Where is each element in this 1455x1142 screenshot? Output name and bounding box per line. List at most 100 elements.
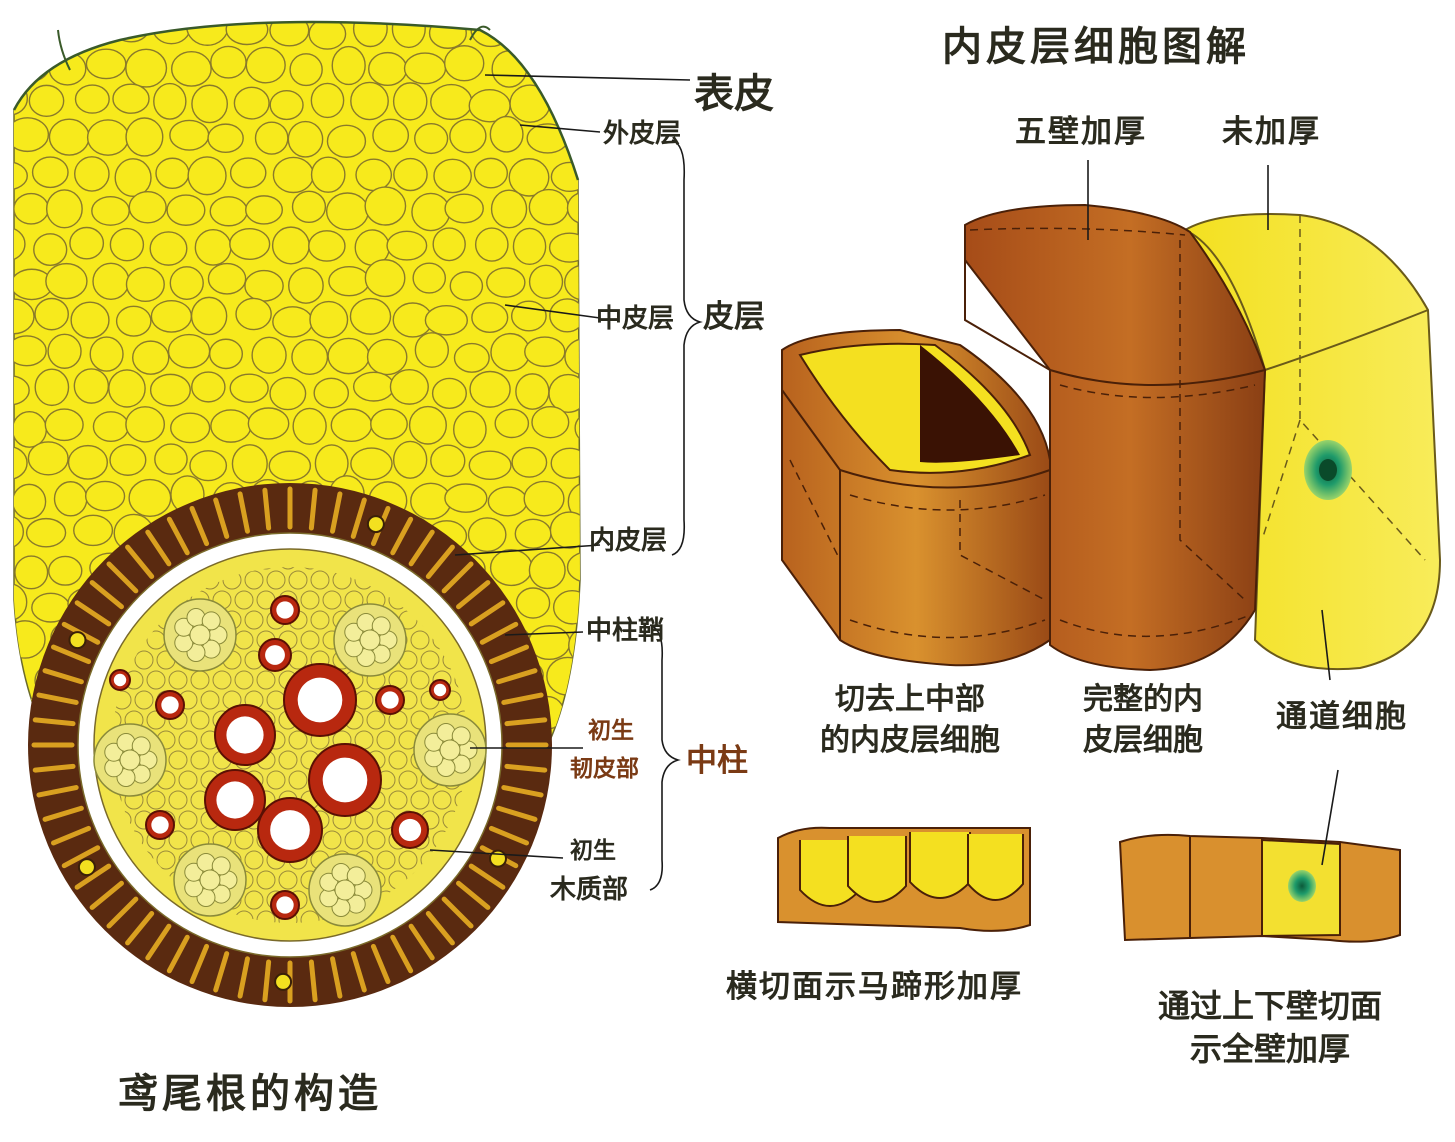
parenchyma-cell	[172, 52, 211, 86]
parenchyma-cell	[565, 265, 604, 300]
parenchyma-cell	[169, 335, 210, 368]
parenchyma-cell	[567, 192, 600, 223]
parenchyma-cell	[354, 372, 394, 401]
xylem-lumen	[151, 816, 168, 833]
parenchyma-cell	[512, 448, 546, 477]
stele-cell	[257, 671, 275, 689]
parenchyma-cell	[513, 228, 545, 264]
caption-cut-cell-line1: 切去上中部	[790, 680, 1030, 721]
xylem-lumen	[276, 601, 293, 618]
parenchyma-cell	[474, 158, 507, 187]
parenchyma-cell	[525, 337, 565, 366]
parenchyma-cell	[392, 10, 425, 47]
parenchyma-cell	[394, 159, 427, 191]
parenchyma-cell	[365, 187, 405, 225]
parenchyma-cell	[394, 83, 427, 120]
parenchyma-cell	[234, 87, 269, 119]
parenchyma-cell	[492, 190, 527, 227]
passage-cell	[69, 632, 85, 648]
stele-cell	[301, 591, 319, 609]
caption-horseshoe-thickening: 横切面示马蹄形加厚	[726, 970, 1023, 1004]
parenchyma-cell	[12, 412, 46, 448]
stele-cell	[179, 771, 197, 789]
parenchyma-cell	[509, 13, 546, 42]
parenchyma-cell	[415, 124, 448, 154]
stele-cell	[169, 751, 187, 769]
stele-cell	[323, 831, 341, 849]
parenchyma-cell	[469, 451, 511, 479]
parenchyma-cell	[86, 481, 125, 510]
parenchyma-cell	[529, 552, 565, 588]
passage-cell	[79, 859, 95, 875]
parenchyma-cell	[156, 158, 189, 188]
parenchyma-cell	[470, 371, 510, 407]
parenchyma-cell	[328, 338, 369, 373]
parenchyma-cell	[70, 228, 103, 259]
stele-cell	[235, 591, 253, 609]
stele-cell	[179, 731, 197, 749]
label-epidermis: 表皮	[694, 72, 774, 116]
parenchyma-cell	[93, 412, 128, 442]
parenchyma-cell	[167, 195, 205, 225]
stele-cell	[267, 571, 285, 589]
stele-cell	[245, 611, 263, 629]
endodermis-cell-diagram	[778, 160, 1440, 942]
label-pericycle: 中柱鞘	[586, 617, 664, 646]
parenchyma-cell	[33, 157, 68, 187]
caption-cut-cell-line2: 的内皮层细胞	[790, 721, 1030, 762]
parenchyma-cell	[155, 444, 187, 474]
parenchyma-cell	[270, 378, 306, 410]
parenchyma-cell	[151, 374, 191, 406]
parenchyma-cell	[211, 46, 246, 78]
stele-cell	[323, 591, 341, 609]
parenchyma-cell	[248, 408, 288, 439]
parenchyma-cell	[547, 12, 586, 46]
label-not-thickened: 未加厚	[1222, 115, 1321, 149]
parenchyma-cell	[532, 407, 569, 438]
parenchyma-cell	[310, 302, 348, 338]
parenchyma-cell	[368, 339, 407, 374]
parenchyma-cell	[415, 333, 448, 367]
stele-cell	[367, 711, 385, 729]
parenchyma-cell	[425, 306, 467, 335]
parenchyma-cell	[75, 157, 109, 191]
parenchyma-cell	[551, 162, 587, 191]
xylem-lumen	[226, 716, 263, 753]
parenchyma-cell	[329, 267, 369, 296]
parenchyma-cell	[28, 442, 68, 475]
label-mesodermis: 中皮层	[596, 305, 674, 334]
parenchyma-cell	[565, 339, 605, 375]
passage-cell	[368, 516, 384, 532]
parenchyma-cell	[390, 370, 428, 404]
parenchyma-cell	[314, 378, 348, 407]
parenchyma-cell	[293, 191, 326, 222]
stele-cell	[191, 711, 209, 729]
parenchyma-cell	[575, 412, 608, 443]
parenchyma-cell	[529, 190, 568, 225]
parenchyma-cell	[232, 445, 267, 483]
parenchyma-cell	[29, 85, 63, 116]
horseshoe-section	[778, 828, 1030, 931]
xylem-lumen	[323, 758, 368, 803]
stele-cell	[399, 771, 417, 789]
parenchyma-cell	[92, 197, 129, 226]
parenchyma-cell	[356, 159, 391, 190]
parenchyma-cell	[71, 302, 109, 338]
parenchyma-cell	[49, 556, 82, 585]
stele-cell	[377, 851, 395, 869]
label-endodermis: 内皮层	[589, 527, 667, 556]
parenchyma-cell	[74, 369, 108, 403]
stele-cell	[345, 831, 363, 849]
parenchyma-cell	[433, 378, 467, 408]
xylem-lumen	[161, 696, 178, 713]
caption-full-wall-thickening: 通过上下壁切面 示全壁加厚	[1120, 985, 1420, 1071]
stele-cell	[191, 751, 209, 769]
parenchyma-cell	[192, 372, 225, 402]
stele-cell	[421, 651, 439, 669]
parenchyma-cell	[369, 53, 407, 86]
stele-cell	[289, 731, 307, 749]
parenchyma-cell	[110, 445, 146, 476]
parenchyma-cell	[192, 297, 227, 334]
parenchyma-cell	[547, 657, 588, 695]
parenchyma-cell	[524, 481, 564, 515]
